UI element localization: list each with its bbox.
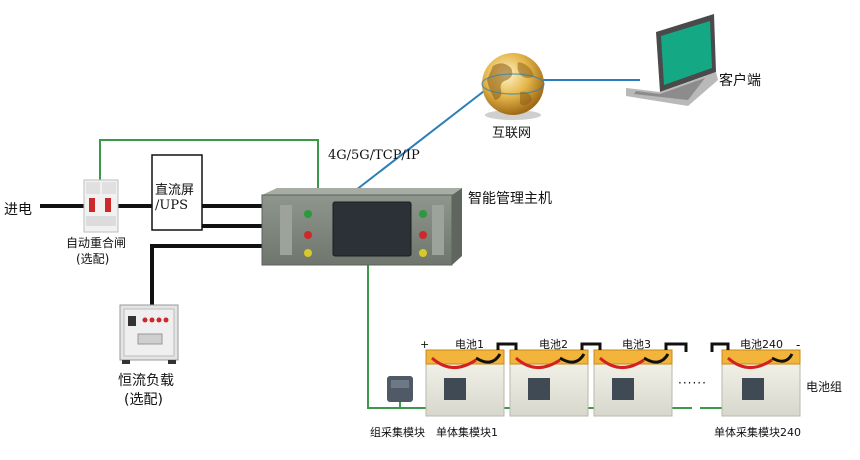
battery-label-2: 电池2	[539, 338, 568, 351]
globe-icon	[481, 53, 545, 120]
plus-terminal: +	[420, 338, 430, 351]
series-link	[580, 342, 602, 350]
power-in-label: 进电	[4, 202, 32, 218]
recloser-icon	[83, 179, 119, 233]
load-cabinet-icon	[119, 304, 179, 364]
cell-module-240-label: 单体采集模块240	[714, 426, 801, 439]
power-load-line	[150, 244, 262, 305]
battery-label-1: 电池1	[455, 338, 484, 351]
client-label: 客户端	[719, 73, 761, 89]
battery-label-240: 电池240	[740, 338, 783, 351]
module-icon	[387, 376, 413, 402]
host-device-icon	[261, 188, 462, 266]
battery-icon	[593, 349, 673, 417]
series-link	[496, 342, 518, 350]
cell-module-1-label: 单体集模块1	[436, 426, 498, 439]
protocol-label: 4G/5G/TCP/IP	[328, 148, 420, 163]
series-link	[664, 342, 688, 352]
dc-panel-ups-label: /UPS	[155, 198, 188, 213]
link-host-internet	[355, 87, 489, 191]
dc-panel-label: 直流屏	[155, 183, 195, 198]
series-link	[710, 342, 730, 352]
battery-label-3: 电池3	[622, 338, 651, 351]
battery-icon	[509, 349, 589, 417]
battery-icon	[721, 349, 801, 417]
recloser-optional-label: (选配)	[76, 252, 110, 266]
battery-icon	[425, 349, 505, 417]
load-label: 恒流负载	[118, 373, 174, 389]
load-optional-label: (选配)	[124, 392, 163, 408]
recloser-label: 自动重合闸	[66, 236, 127, 250]
dc-panel-box	[151, 154, 203, 231]
minus-terminal: -	[796, 338, 801, 352]
ellipsis-label: ······	[678, 376, 707, 390]
group-module-label: 组采集模块	[370, 426, 425, 439]
green-comm-wire-top	[99, 139, 319, 190]
laptop-icon	[626, 14, 718, 106]
battery-group-label: 电池组	[806, 380, 843, 394]
host-label: 智能管理主机	[468, 191, 552, 207]
internet-label: 互联网	[492, 126, 532, 141]
